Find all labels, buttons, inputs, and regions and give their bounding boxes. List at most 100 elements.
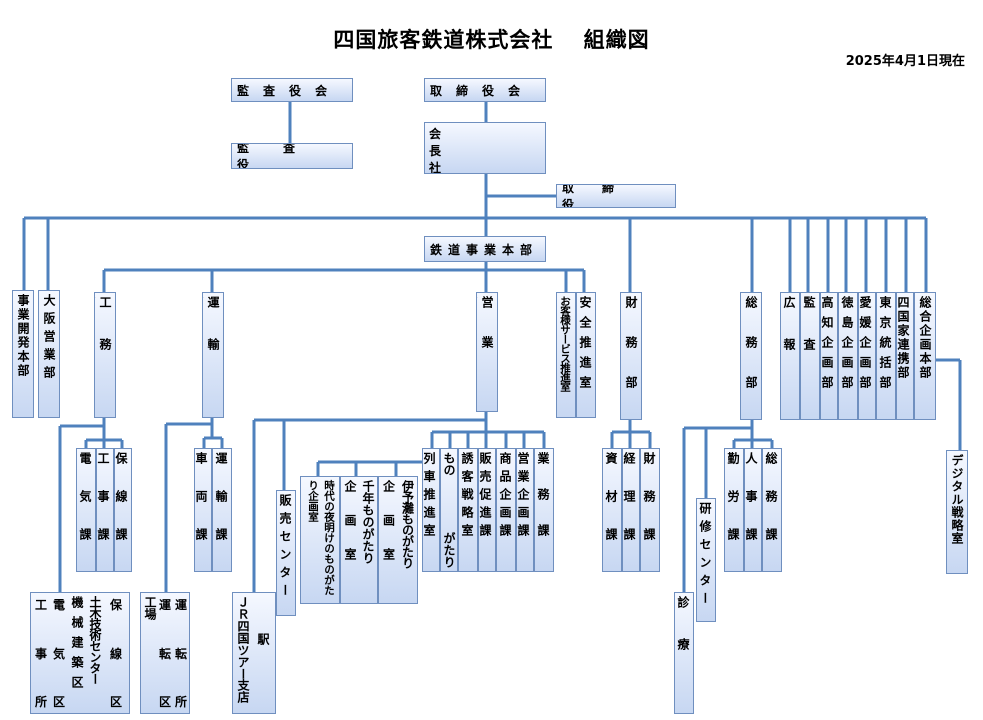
director-box: 取締役 bbox=[556, 184, 676, 208]
safety-promotion-office-label: 安全推進室 bbox=[578, 296, 592, 396]
operations-depot: 運 転 区 bbox=[157, 596, 173, 710]
personnel-section-box: 人事課 bbox=[744, 448, 762, 572]
civil-engineering-center-label: 土木技術センター bbox=[88, 596, 102, 684]
field-offices-unyu-box: 工場 運 転 区 運 転 所 bbox=[140, 592, 190, 714]
shikoku-coordination-dept-label: 四国家連携部 bbox=[896, 296, 910, 380]
personnel-section-label: 人事課 bbox=[744, 452, 758, 566]
electrical-depot-char-1: 電 bbox=[52, 598, 65, 612]
sales-center-box: 販売センター bbox=[276, 490, 296, 616]
corporate-planning-hq-label: 総合企画本部 bbox=[918, 296, 932, 380]
rolling-stock-section-box: 車両課 bbox=[194, 448, 212, 572]
sales-promotion-section-label: 販売促進課 bbox=[478, 452, 492, 542]
general-affairs-section-box: 総務課 bbox=[762, 448, 782, 572]
chairman-president-box: 会長 社長 bbox=[424, 122, 546, 174]
rolling-stock-section-label: 車両課 bbox=[194, 452, 208, 566]
public-relations-office-label: 広報室 bbox=[782, 296, 796, 380]
train-promotion-office-box: 列車推進室 bbox=[422, 448, 440, 572]
chairman-label: 会長 bbox=[429, 127, 534, 158]
operations-office-char-2: 転 bbox=[174, 646, 187, 661]
operations-section-box: 運輸課 bbox=[212, 448, 232, 572]
tokushima-planning-dept-label: 徳島企画部 bbox=[840, 296, 854, 396]
training-center-label: 研修センター bbox=[698, 502, 712, 610]
track-depot-char-1: 保 bbox=[109, 598, 122, 612]
electrical-depot: 電 気 区 bbox=[51, 596, 67, 710]
safety-promotion-office-box: 安全推進室 bbox=[576, 292, 596, 418]
business-development-hq-box: 事業開発本部 bbox=[12, 290, 34, 418]
sales-promotion-section-box: 販売促進課 bbox=[478, 448, 496, 572]
sennen-monogatari-label: 千年ものがたり bbox=[361, 480, 375, 564]
labor-section-label: 勤労課 bbox=[726, 452, 740, 566]
customer-service-office-box: お客様サービス推進室 bbox=[556, 292, 576, 418]
construction-section-box: 工事課 bbox=[96, 448, 114, 572]
finance-dept-box: 財務部 bbox=[620, 292, 642, 420]
track-depot: 保 線 区 bbox=[107, 596, 125, 710]
board-of-auditors-box: 監査役会 bbox=[231, 78, 353, 102]
electrical-section-label: 電気課 bbox=[78, 452, 92, 566]
business-section-box: 業務課 bbox=[534, 448, 554, 572]
tourism-strategy-office-label: 誘客戦略室 bbox=[460, 452, 474, 542]
monogatari-label-top: もの bbox=[442, 452, 456, 476]
page-title: 四国旅客鉄道株式会社 組織図 bbox=[333, 28, 650, 52]
monogatari-label-bottom: がたり bbox=[442, 532, 456, 568]
customer-service-office-label: お客様サービス推進室 bbox=[559, 296, 571, 391]
accounting-section-box: 経理課 bbox=[622, 448, 640, 572]
jr-tour-station-branch-box: ＪＲ四国ツアー 駅 支店 bbox=[232, 592, 276, 714]
machinery-building-depot-label: 機械建築区 bbox=[70, 596, 84, 696]
construction-office-char-3: 所 bbox=[34, 695, 47, 709]
sales-center-label: 販売センター bbox=[278, 494, 292, 602]
shikoku-coordination-dept-box: 四国家連携部 bbox=[896, 292, 914, 420]
corporate-planning-hq-box: 総合企画本部 bbox=[914, 292, 936, 420]
electrical-depot-char-3: 区 bbox=[52, 695, 65, 709]
digital-strategy-office-box: デジタル戦略室 bbox=[946, 450, 968, 574]
ehime-planning-dept-box: 愛媛企画部 bbox=[858, 292, 876, 420]
board-of-auditors-label: 監査役会 bbox=[237, 83, 342, 98]
osaka-sales-dept-box: 大阪営業部 bbox=[38, 290, 60, 418]
sales-planning-section-label: 営業企画課 bbox=[516, 452, 530, 542]
monogatari-box: もの がたり bbox=[440, 448, 458, 572]
factory-label: 工場 bbox=[143, 596, 157, 620]
railway-business-hq-box: 鉄道事業本部 bbox=[424, 236, 546, 262]
construction-section-label: 工事課 bbox=[96, 452, 110, 566]
clinic-label: 診療所 bbox=[676, 596, 690, 680]
board-of-directors-box: 取締役会 bbox=[424, 78, 546, 102]
tourism-strategy-office-box: 誘客戦略室 bbox=[458, 448, 478, 572]
iyonada-monogatari-planning-office-box: 伊予灘ものがたり 企画室 bbox=[378, 476, 418, 604]
general-affairs-dept-box: 総務部 bbox=[740, 292, 762, 420]
public-relations-office-box: 広報室 bbox=[780, 292, 800, 420]
transport-dept-label: 運輸部 bbox=[203, 296, 220, 380]
sales-planning-section-box: 営業企画課 bbox=[516, 448, 534, 572]
finance-section-label: 財務課 bbox=[642, 452, 656, 566]
tokyo-supervision-dept-label: 東京統括部 bbox=[878, 296, 892, 396]
dawn-monogatari-planning-office-box: 時代の夜明けのものがたり企画室 bbox=[300, 476, 340, 604]
construction-office-char-2: 事 bbox=[34, 646, 47, 661]
business-development-hq-label: 事業開発本部 bbox=[16, 294, 30, 378]
kochi-planning-dept-box: 高知企画部 bbox=[820, 292, 838, 420]
electrical-depot-char-2: 気 bbox=[52, 646, 65, 661]
osaka-sales-dept-label: 大阪営業部 bbox=[42, 294, 56, 384]
track-section-label: 保線課 bbox=[114, 452, 128, 566]
auditor-box: 監査役 bbox=[231, 143, 353, 169]
operations-office-char-1: 運 bbox=[174, 598, 187, 612]
labor-section-box: 勤労課 bbox=[724, 448, 744, 572]
operations-depot-char-2: 転 bbox=[158, 646, 171, 661]
product-planning-section-label: 商品企画課 bbox=[498, 452, 512, 542]
track-depot-char-2: 線 bbox=[109, 646, 122, 661]
finance-section-box: 財務課 bbox=[640, 448, 660, 572]
train-promotion-office-label: 列車推進室 bbox=[422, 452, 436, 542]
kochi-planning-dept-label: 高知企画部 bbox=[820, 296, 834, 396]
materials-section-box: 資材課 bbox=[602, 448, 622, 572]
tokyo-supervision-dept-box: 東京統括部 bbox=[876, 292, 896, 420]
iyonada-planning-label: 企画室 bbox=[381, 480, 396, 582]
audit-office-box: 監査室 bbox=[800, 292, 820, 420]
accounting-section-label: 経理課 bbox=[622, 452, 636, 566]
railway-business-hq-label: 鉄道事業本部 bbox=[430, 242, 539, 257]
auditor-label: 監査役 bbox=[237, 143, 330, 169]
sennen-planning-label: 企画室 bbox=[343, 480, 357, 582]
clinic-box: 診療所 bbox=[674, 592, 694, 714]
business-section-label: 業務課 bbox=[536, 452, 550, 560]
materials-section-label: 資材課 bbox=[604, 452, 618, 566]
branch-label: 支店 bbox=[236, 679, 250, 703]
digital-strategy-office-label: デジタル戦略室 bbox=[950, 454, 964, 545]
maintenance-dept-label: 工務部 bbox=[95, 296, 112, 380]
construction-office: 工 事 所 bbox=[33, 596, 49, 710]
